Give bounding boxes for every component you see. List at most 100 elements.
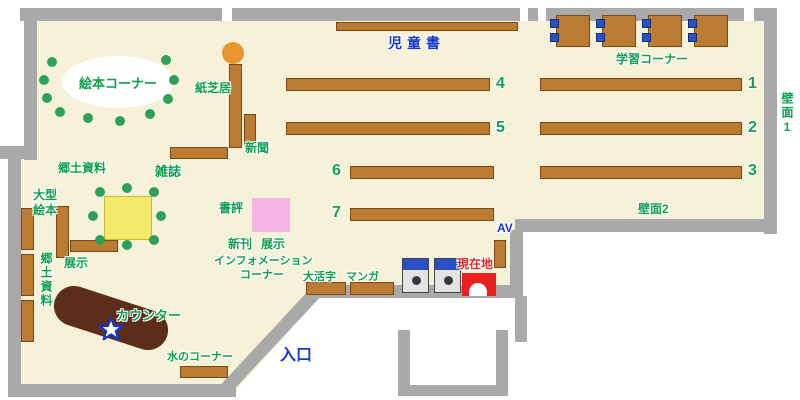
chair-dot (163, 94, 173, 104)
area-label-display-left: 展示 (64, 256, 89, 270)
wall-left-lower (8, 157, 21, 397)
kiosk-knob (412, 276, 421, 285)
area-label-information-2: コーナー (240, 269, 284, 281)
shelf-row-5 (286, 122, 490, 135)
shelf-number-5: 5 (496, 119, 505, 136)
wall-corridor-left (398, 330, 410, 396)
area-label-water-corner: 水のコーナー (167, 351, 233, 363)
area-label-manga: マンガ (346, 271, 379, 283)
area-label-newspaper: 新聞 (245, 141, 270, 155)
shelf-number-1: 1 (748, 75, 757, 92)
shelf-number-3: 3 (748, 162, 757, 179)
shelf-top-strip (336, 22, 518, 31)
kiosk-knob (444, 276, 453, 285)
chair-dot (47, 57, 57, 67)
chair-dot (83, 113, 93, 123)
shelf-row-1 (540, 78, 742, 91)
wall-gap (222, 8, 232, 21)
study-chair (688, 33, 697, 42)
area-label-wall-face-1: 壁面1 (780, 92, 794, 136)
shelf-row-3 (540, 166, 742, 179)
shelf-number-4: 4 (496, 75, 505, 92)
area-label-magazines: 雑誌 (155, 164, 182, 179)
shelf-row-2 (540, 122, 742, 135)
area-label-book-review: 書評 (219, 201, 244, 215)
chair-dot (88, 211, 98, 221)
newspaper-rack (244, 114, 256, 146)
local-materials-shelf-1 (21, 208, 34, 250)
shelf-row-7 (350, 208, 494, 221)
chair-dot (39, 75, 49, 85)
storyteller-seat-icon (222, 42, 244, 64)
chair-dot (149, 235, 159, 245)
area-label-large-print: 大活字 (303, 271, 336, 283)
study-chair (688, 19, 697, 28)
area-label-wall-face-2: 壁面2 (638, 202, 669, 216)
study-chair (550, 33, 559, 42)
study-desk (602, 15, 636, 47)
kiosk-screen (403, 259, 428, 270)
area-label-display-center: 展示 (261, 237, 286, 251)
water-corner-shelf (180, 366, 228, 378)
area-label-children-books: 児童書 (388, 35, 445, 51)
magazine-shelf (170, 147, 228, 159)
kiosk-icon (402, 258, 429, 293)
area-label-current-location: 現在地 (457, 257, 494, 271)
wall-right-bottom (515, 219, 777, 232)
local-materials-shelf-2 (21, 254, 34, 296)
display-shelf-left (70, 240, 118, 252)
chair-dot (122, 240, 132, 250)
kiosk-screen (435, 259, 460, 270)
large-print-shelf (306, 282, 346, 295)
chair-dot (122, 183, 132, 193)
chair-dot (145, 109, 155, 119)
wall-corridor-bottom (398, 385, 508, 396)
wall-gap (520, 8, 528, 21)
large-picture-book-shelf (56, 206, 69, 258)
area-label-study-corner: 学習コーナー (616, 52, 689, 66)
new-books-display-table (252, 198, 290, 232)
wall-mid-vertical (510, 230, 523, 292)
area-label-local-materials-side: 郷土資料 (39, 252, 53, 308)
area-label-large-picture-books-2: 絵本 (33, 203, 58, 217)
study-chair (550, 19, 559, 28)
chair-dot (95, 235, 105, 245)
study-desk (556, 15, 590, 47)
chair-dot (161, 55, 171, 65)
av-shelf (494, 240, 506, 268)
study-chair (642, 19, 651, 28)
area-label-new-arrivals: 新刊 (228, 237, 253, 251)
chair-dot (156, 211, 166, 221)
chair-dot (149, 187, 159, 197)
area-label-kamishibai: 紙芝居 (195, 81, 232, 95)
wall-right (764, 8, 777, 234)
chair-dot (42, 93, 52, 103)
area-label-large-picture-books-1: 大型 (33, 188, 58, 202)
star-icon (98, 316, 124, 341)
area-label-av: AV (497, 221, 513, 235)
shelf-number-2: 2 (748, 119, 757, 136)
local-materials-shelf-3 (21, 300, 34, 342)
kiosk-icon (434, 258, 461, 293)
chair-dot (55, 107, 65, 117)
chair-dot (169, 75, 179, 85)
picture-book-corner-label: 絵本コーナー (78, 75, 157, 91)
kamishibai-shelf (229, 64, 242, 148)
wall-gap (744, 8, 754, 21)
wall-left-upper (24, 8, 37, 160)
wall-corridor-right (496, 330, 508, 396)
chair-dot (95, 187, 105, 197)
wall-left-stub (0, 146, 28, 159)
wall-bottom-left (8, 384, 236, 397)
picture-book-corner-table: 絵本コーナー (62, 56, 174, 108)
current-location-dome (469, 283, 487, 296)
study-chair (596, 33, 605, 42)
wall-gap (538, 8, 546, 21)
shelf-row-6 (350, 166, 494, 179)
shelf-number-6: 6 (332, 162, 341, 179)
study-desk (648, 15, 682, 47)
area-label-local-materials: 郷土資料 (58, 161, 107, 175)
reading-table (104, 196, 152, 240)
manga-shelf (350, 282, 394, 295)
